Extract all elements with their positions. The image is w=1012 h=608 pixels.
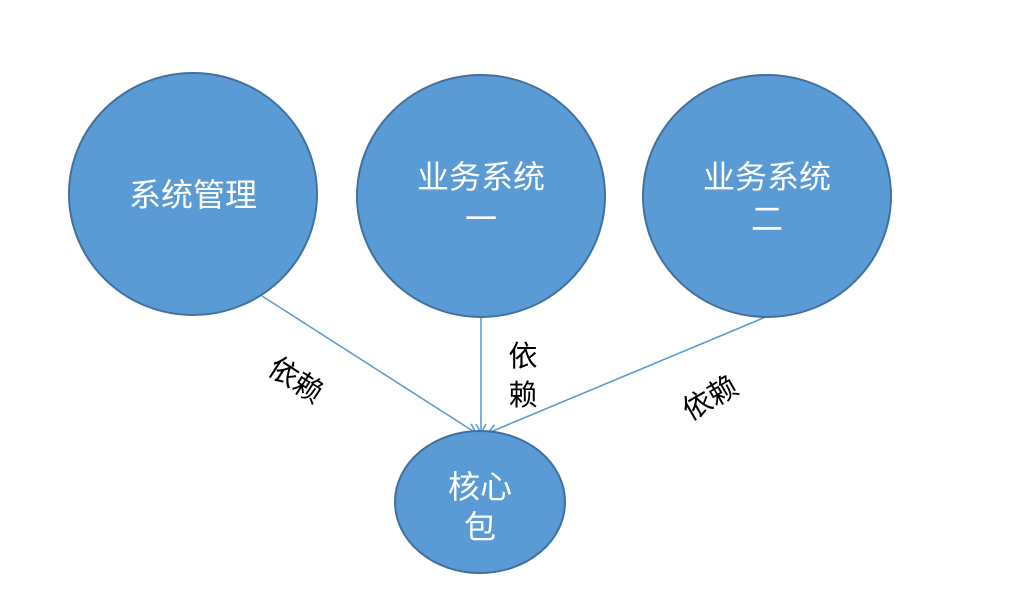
edge-label-left: 依赖 xyxy=(262,350,329,410)
node-system-management-label: 系统管理 xyxy=(129,176,257,214)
node-business-two: 业务系统 二 xyxy=(642,74,892,318)
node-business-one-label-line-2: 一 xyxy=(465,200,497,238)
edge-label-middle-line-2: 赖 xyxy=(508,378,537,412)
node-business-one-label-line-1: 业务系统 xyxy=(417,158,545,196)
edge-system-management-to-core xyxy=(261,295,478,434)
node-business-two-label-line-1: 业务系统 xyxy=(703,158,831,196)
edge-label-right: 依赖 xyxy=(676,369,743,427)
node-system-management: 系统管理 xyxy=(68,72,318,316)
node-core-package-label-line-2: 包 xyxy=(464,508,496,546)
node-business-two-label-line-2: 二 xyxy=(751,200,783,238)
node-core-package-label-line-1: 核心 xyxy=(448,468,512,506)
edge-label-middle-line-1: 依 xyxy=(508,339,537,373)
node-business-one: 业务系统 一 xyxy=(356,74,606,318)
node-core-package: 核心 包 xyxy=(394,430,566,574)
edge-business-two-to-core xyxy=(486,315,769,435)
